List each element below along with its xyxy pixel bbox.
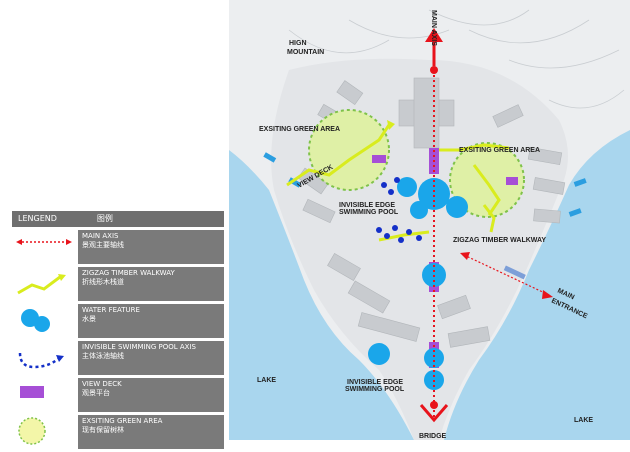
legend-label-cn: 水景 <box>82 315 96 323</box>
purple-rect-icon <box>12 378 78 412</box>
legend-label-cn: 现有保留树林 <box>82 426 124 434</box>
green-area-left <box>308 109 390 191</box>
legend-header: LENGEND 图例 <box>12 211 224 227</box>
legend-label-cn: 景观主要轴线 <box>82 241 124 249</box>
label-pool-bottom-2: SWIMMING POOL <box>345 386 405 393</box>
legend-label-cn: 观景平台 <box>82 389 110 397</box>
lake-right <box>444 130 630 440</box>
green-dashed-circle-icon <box>12 415 78 449</box>
label-high-mountain-2: MOUNTAIN <box>287 49 324 56</box>
main-axis <box>419 28 449 423</box>
legend-label-en: MAIN AXIS <box>82 232 119 240</box>
small-pools <box>263 152 587 217</box>
buildings <box>297 77 566 348</box>
legend-header-en: LENGEND <box>18 214 57 223</box>
label-lake-right: LAKE <box>574 417 593 424</box>
label-bridge: BRIDGE <box>419 433 447 440</box>
legend-label-cn: 主体泳池轴线 <box>82 352 124 360</box>
legend-label-en: INVISIBLE SWIMMING POOL AXIS <box>82 343 196 351</box>
legend-label-en: VIEW DECK <box>82 380 122 388</box>
walkway-arrow <box>387 120 395 130</box>
legend-label-en: WATER FEATURE <box>82 306 140 314</box>
label-lake-left: LAKE <box>257 377 276 384</box>
legend-label-en: EXSITING GREEN AREA <box>82 417 163 425</box>
label-high-mountain-1: HIGN <box>289 40 307 47</box>
legend-label-en: ZIGZAG TIMBER WALKWAY <box>82 269 175 277</box>
main-entrance-arrow <box>460 252 553 299</box>
swim-axis <box>376 177 422 243</box>
yellow-zigzag-icon <box>12 267 78 301</box>
blue-dotted-arrow-icon <box>12 341 78 375</box>
label-pool-bottom-1: INVISIBLE EDGE <box>347 379 403 386</box>
label-zigzag: ZIGZAG TIMBER WALKWAY <box>453 237 546 244</box>
lake-left <box>229 150 414 440</box>
label-pool-top-1: INVISIBLE EDGE <box>339 202 395 209</box>
dotted-red-arrow-icon <box>12 230 78 264</box>
blue-circles-icon <box>12 304 78 338</box>
label-green-area-left: EXSITING GREEN AREA <box>259 126 340 133</box>
legend-header-cn: 图例 <box>96 214 113 223</box>
view-deck-left <box>372 155 386 163</box>
label-main-axis: MAIN AXIS <box>430 10 437 46</box>
view-deck-right <box>506 177 518 185</box>
contour-lines <box>288 9 625 109</box>
legend-label-cn: 折线形木栈道 <box>82 278 124 286</box>
label-pool-top-2: SWIMMING POOL <box>339 209 399 216</box>
label-green-area-right: EXSITING GREEN AREA <box>459 147 540 154</box>
site-plan-map: MAIN AXIS HIGN MOUNTAIN EXSITING GREEN A… <box>229 0 630 440</box>
